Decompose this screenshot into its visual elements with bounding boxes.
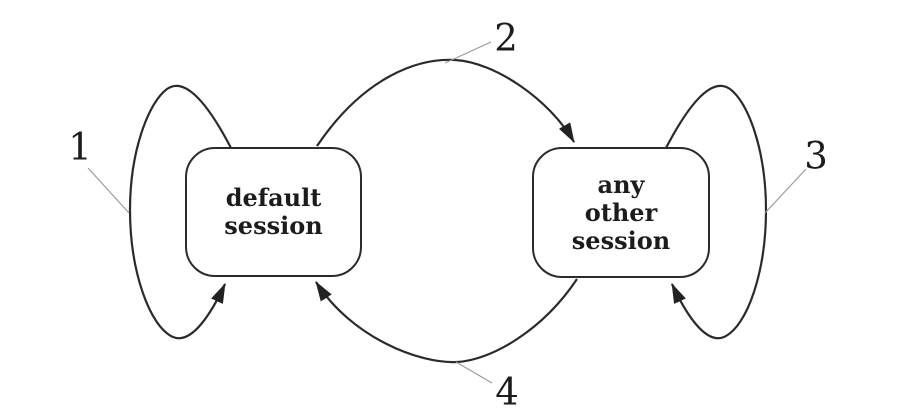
state-default-session-line1: default [225, 183, 322, 212]
transition-4-arrow [315, 278, 578, 364]
self-loop-3-arrow [665, 84, 768, 340]
transition-1-label: 1 [68, 125, 92, 169]
state-any-other-session-line1: any [597, 169, 645, 199]
state-default-session-line2: session [224, 211, 323, 240]
label-1-leader-line [87, 167, 130, 214]
label-4-leader-line [455, 361, 493, 384]
self-loop-1-arrow [128, 84, 232, 340]
state-any-other-session-line2: other [584, 197, 658, 227]
transition-2-arrow [316, 58, 575, 147]
transition-2-label: 2 [494, 16, 518, 60]
state-any-other-session-line3: session [571, 225, 671, 255]
state-any-other-session: any other session [532, 147, 710, 278]
transition-4-label: 4 [495, 370, 519, 414]
state-default-session: default session [185, 147, 362, 277]
label-2-leader-line [444, 41, 492, 64]
transition-3-label: 3 [804, 134, 828, 178]
label-3-leader-line [764, 168, 807, 214]
